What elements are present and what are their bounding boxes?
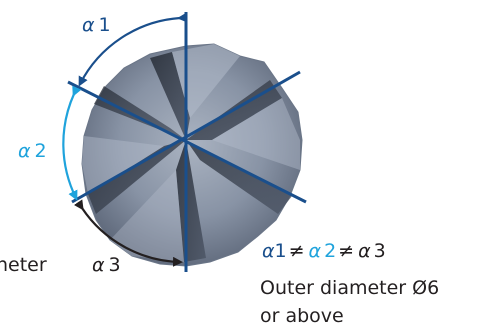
ascending-edge-line	[71, 70, 301, 204]
flute-6	[94, 86, 186, 140]
tool-end-face	[81, 43, 303, 267]
angle-arcs	[62, 12, 188, 267]
alpha3-arc	[73, 199, 183, 267]
note-line-2: or above	[260, 305, 344, 327]
flute-4	[176, 140, 206, 262]
left-note-fragment: neter	[0, 254, 47, 276]
alpha2-arc	[62, 85, 82, 201]
flute-3	[186, 140, 292, 214]
note-line-1: Outer diameter Ø6	[260, 277, 439, 299]
flute-5	[88, 140, 186, 214]
descending-edge-line	[67, 80, 307, 204]
alpha1-arc	[78, 12, 188, 87]
